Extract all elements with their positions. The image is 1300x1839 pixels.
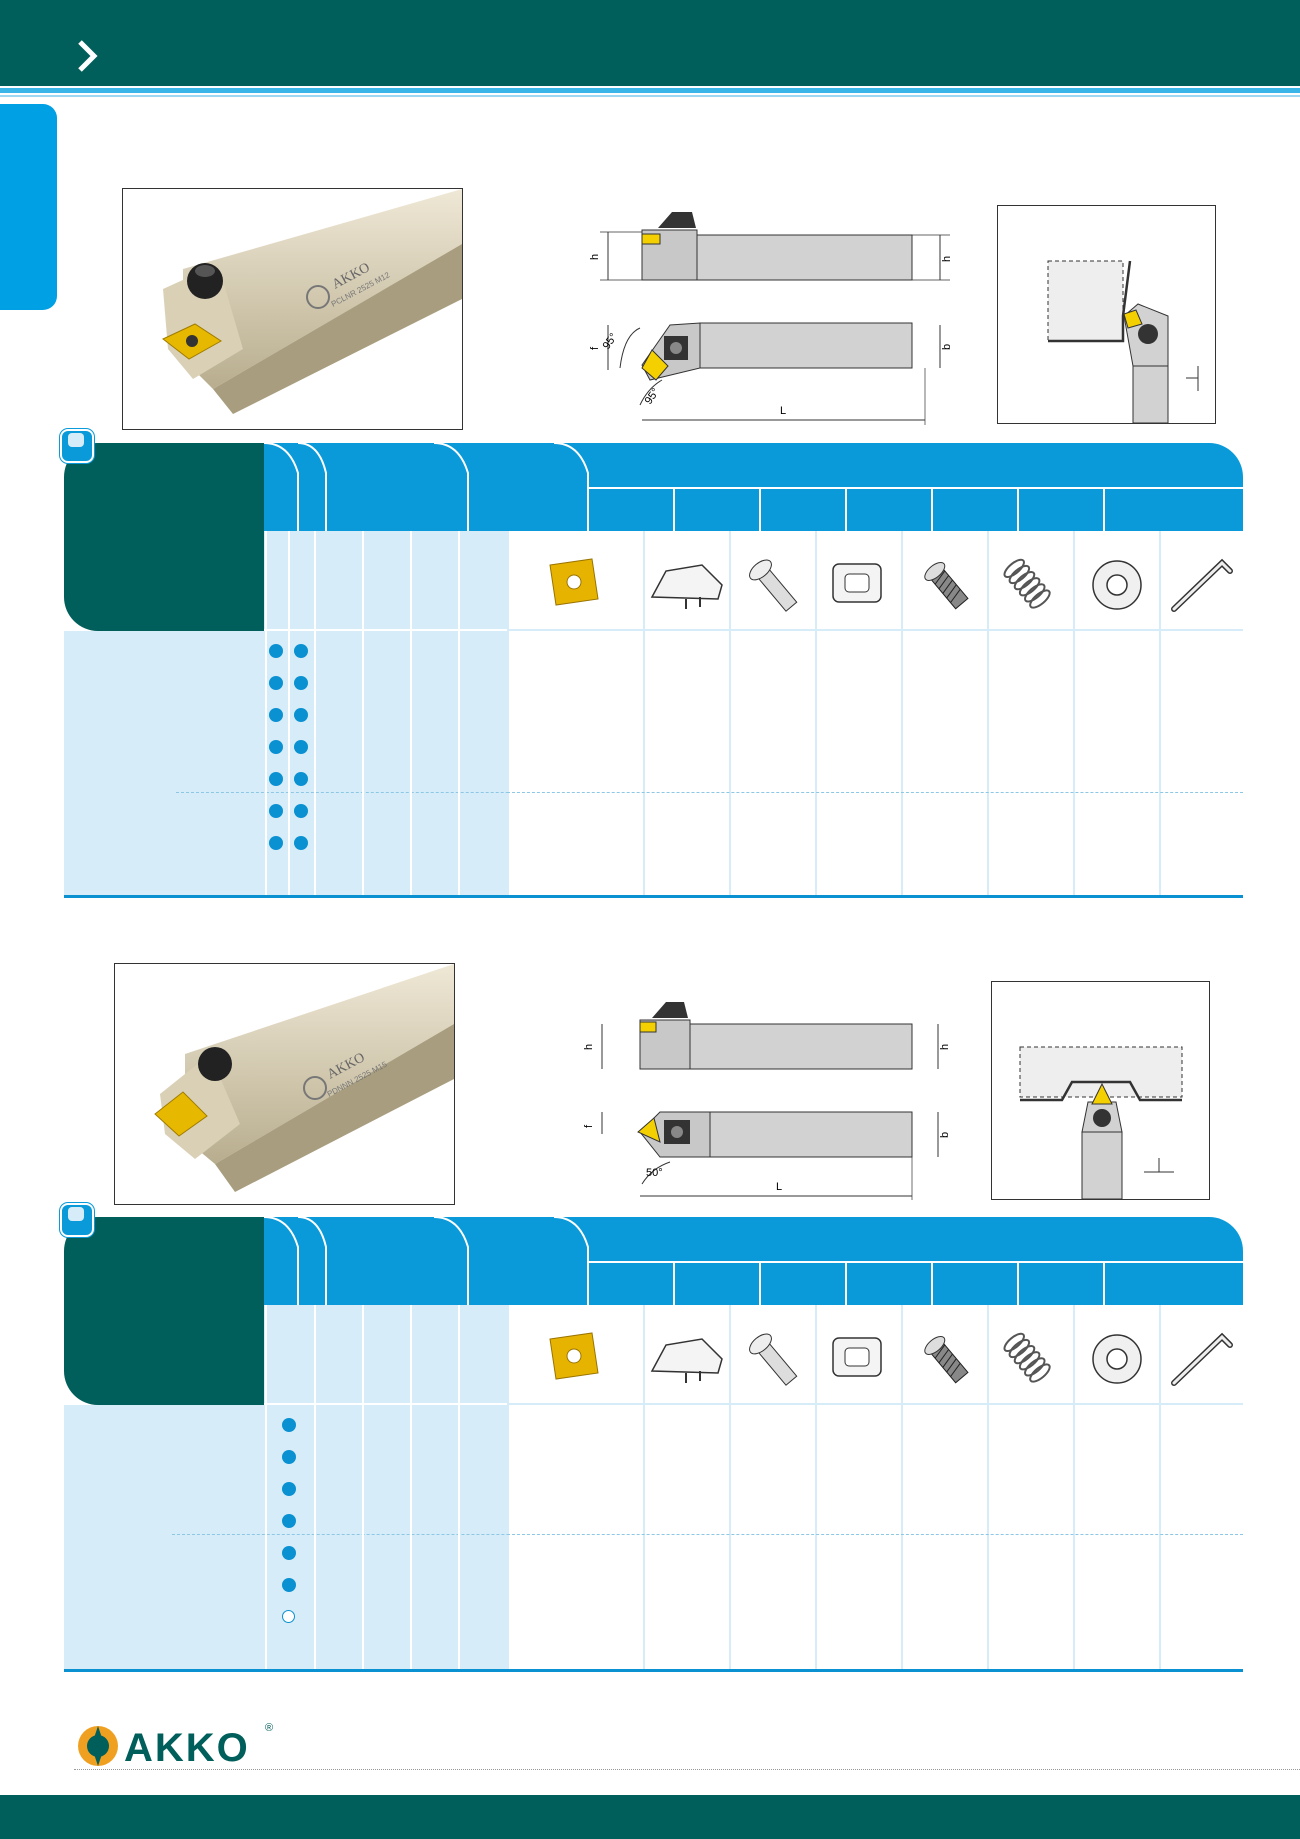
insert-icon xyxy=(549,558,599,606)
operation-diagram-1 xyxy=(997,205,1216,424)
dimension-drawing-2: h h f b L 50° xyxy=(583,1002,951,1200)
dimension-drawing-1: h h f b L 95° 95° xyxy=(590,212,953,425)
header-accent-line-thin xyxy=(0,95,1300,97)
chevron-right-icon xyxy=(78,40,98,72)
footer-bar xyxy=(0,1795,1300,1839)
dim2-L: L xyxy=(776,1181,782,1193)
clamp-icon xyxy=(650,564,723,609)
screw-icon-2 xyxy=(749,1333,798,1386)
shim-icon xyxy=(832,563,882,603)
tool-photo-1: AKKO PCLNR 2525 M12 xyxy=(122,188,463,430)
table-corner-dark xyxy=(64,443,264,631)
dim-b: b xyxy=(941,344,953,350)
dim-angle-2: 95° xyxy=(643,386,662,407)
washer-icon xyxy=(1092,560,1142,610)
operation-diagram-2 xyxy=(991,981,1210,1200)
footer-divider xyxy=(74,1769,1300,1770)
table2-tab-badge xyxy=(60,1203,94,1237)
table-bottom-rule xyxy=(64,895,1243,898)
dim-L: L xyxy=(780,405,786,417)
header-bar xyxy=(0,0,1300,86)
screw-icon xyxy=(749,559,798,612)
shim-screw-icon xyxy=(924,561,969,610)
tool-photo-2: AKKO PDNNN 2525 M15 xyxy=(114,963,455,1205)
header-accent-line xyxy=(0,88,1300,93)
spec-table-1 xyxy=(60,429,1243,898)
spec-table-2 xyxy=(60,1203,1243,1672)
insert-icon-2 xyxy=(549,1332,599,1380)
dim2-f: f xyxy=(583,1124,595,1128)
dim2-h-right: h xyxy=(939,1044,951,1050)
table-tab-badge xyxy=(60,429,94,463)
shim-icon-2 xyxy=(832,1337,882,1377)
table2-corner-dark xyxy=(64,1217,264,1405)
dim-h-right: h xyxy=(941,256,953,262)
dim2-angle: 50° xyxy=(646,1167,663,1179)
dim2-b: b xyxy=(939,1132,951,1138)
dim-h-left: h xyxy=(590,254,601,260)
spring-icon-2 xyxy=(1003,1332,1051,1383)
hex-key-icon xyxy=(1171,558,1233,612)
brand-logo-text: AKKO xyxy=(124,1726,250,1770)
spring-icon xyxy=(1003,558,1051,609)
table2-bottom-rule xyxy=(64,1669,1243,1672)
washer-icon-2 xyxy=(1092,1334,1142,1384)
shim-screw-icon-2 xyxy=(924,1335,969,1384)
hex-key-icon-2 xyxy=(1171,1332,1233,1386)
dim-angle-1: 95° xyxy=(601,331,620,352)
dim2-h-left: h xyxy=(583,1044,595,1050)
clamp-icon-2 xyxy=(650,1338,723,1383)
side-tab xyxy=(0,104,57,310)
brand-registered-mark: ® xyxy=(265,1722,274,1734)
dim-f: f xyxy=(590,346,601,350)
akko-logo-icon xyxy=(78,1726,118,1766)
